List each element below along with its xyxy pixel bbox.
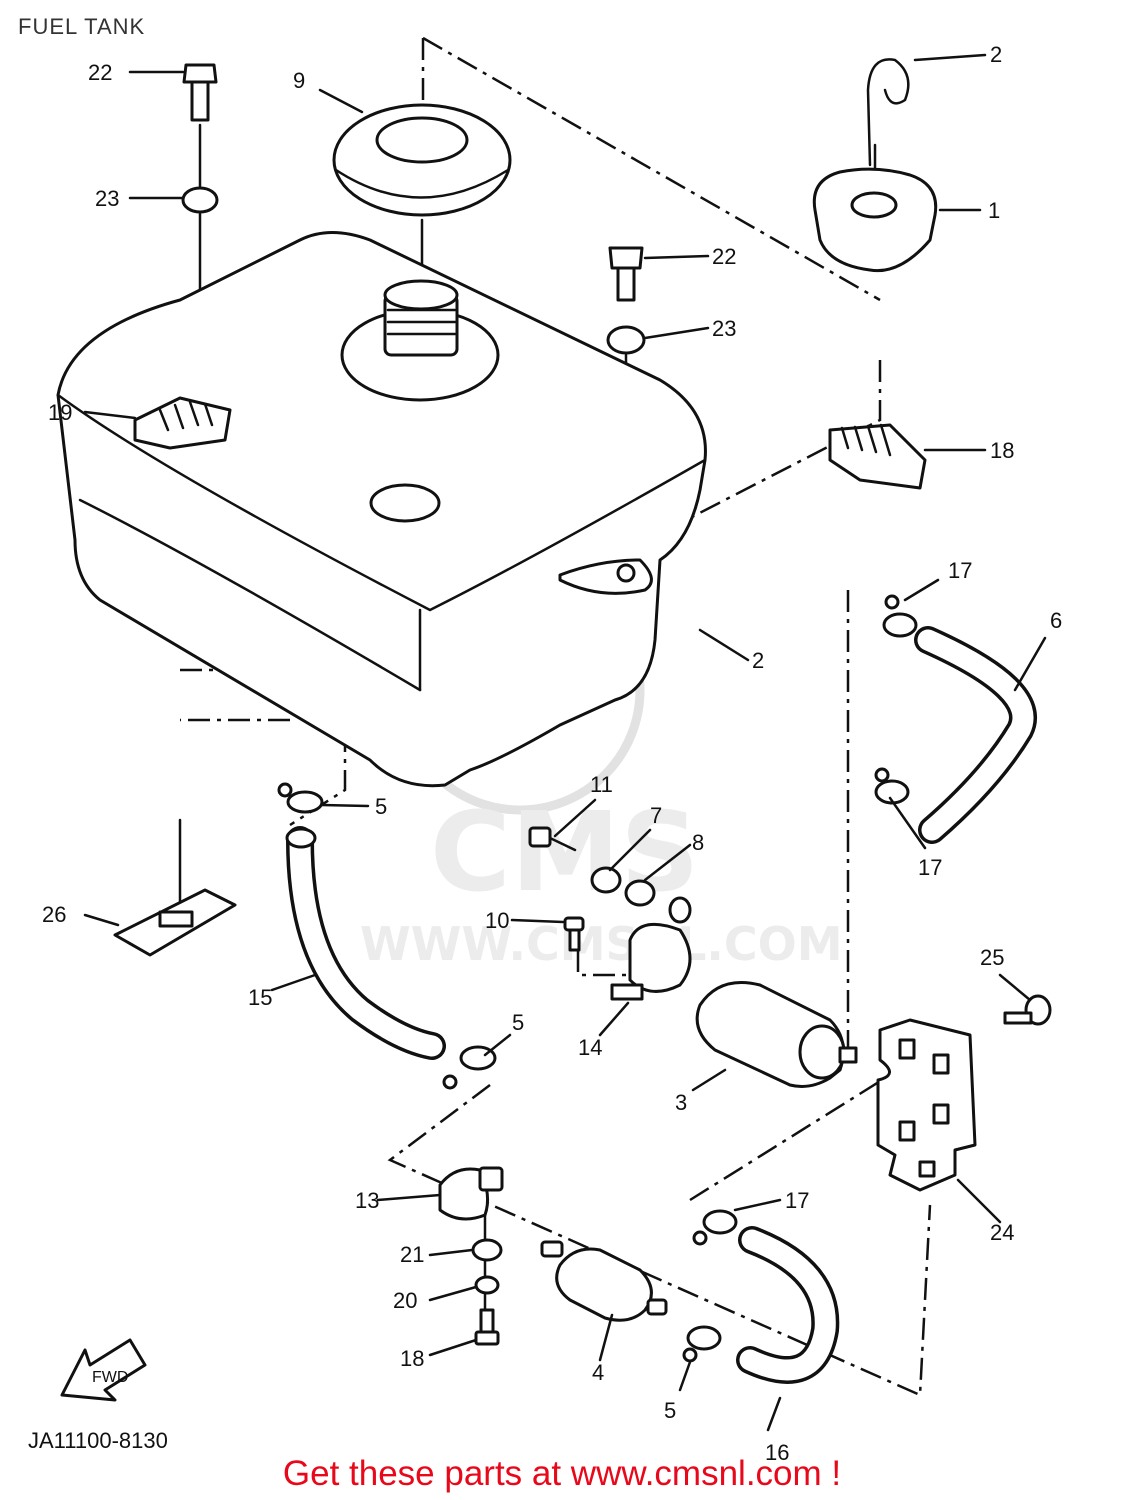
callout-17a: 17 bbox=[948, 558, 972, 583]
filter-axis-line bbox=[387, 1084, 932, 1397]
callout-11: 7 bbox=[650, 803, 662, 828]
callout-19: 18 bbox=[400, 1346, 424, 1371]
part-10-hose bbox=[914, 626, 1037, 844]
part-1-fuel-cap bbox=[812, 167, 938, 273]
callout-10: 6 bbox=[1050, 608, 1062, 633]
part-25-screw bbox=[1003, 994, 1052, 1026]
cap-axis-line bbox=[422, 36, 881, 302]
drawing-code: JA11100-8130 bbox=[28, 1428, 168, 1453]
fwd-label: FWD bbox=[92, 1369, 128, 1386]
hose-clips bbox=[277, 594, 918, 1363]
callout-2a: 2 bbox=[990, 42, 1002, 67]
part-9-hose bbox=[736, 1226, 840, 1384]
part-22-bolt-right bbox=[608, 246, 644, 302]
part-22-bolt-left bbox=[182, 63, 218, 122]
callout-leaders bbox=[83, 53, 1047, 1432]
part-20-lock-washer bbox=[474, 1275, 500, 1295]
part-8-hose bbox=[285, 826, 446, 1060]
callout-17c: 17 bbox=[785, 1188, 809, 1213]
fwd-direction-arrow: FWD bbox=[60, 1338, 147, 1402]
callout-22a: 22 bbox=[88, 60, 112, 85]
part-3-fuel-pump bbox=[695, 981, 858, 1088]
part-16-bolt bbox=[528, 826, 577, 852]
callout-14: 9 bbox=[293, 68, 305, 93]
part-11-damper bbox=[590, 866, 622, 894]
callout-21: 21 bbox=[400, 1242, 424, 1267]
part-2-vent-hook bbox=[866, 58, 910, 167]
callout-23b: 23 bbox=[712, 316, 736, 341]
callout-25: 25 bbox=[980, 945, 1004, 970]
callout-18b: 19 bbox=[48, 400, 72, 425]
callout-6: 13 bbox=[355, 1188, 379, 1213]
callout-22b: 22 bbox=[712, 244, 736, 269]
callout-9: 16 bbox=[765, 1440, 789, 1465]
callout-3: 3 bbox=[675, 1090, 687, 1115]
part-4-fuel-filter bbox=[540, 1240, 668, 1322]
part-19-bolt bbox=[474, 1308, 500, 1346]
part-13-damper bbox=[624, 879, 656, 907]
tank-port bbox=[369, 483, 441, 523]
callout-8: 15 bbox=[248, 985, 272, 1010]
part-6-clamp bbox=[438, 1166, 504, 1221]
footer-link[interactable]: Get these parts at www.cmsnl.com ! bbox=[282, 1454, 842, 1493]
part-7-clamp bbox=[610, 896, 692, 1001]
page-title: FUEL TANK bbox=[18, 14, 146, 39]
part-18-rubber-upper bbox=[828, 423, 927, 490]
callout-24: 24 bbox=[990, 1220, 1014, 1245]
callout-13: 8 bbox=[692, 830, 704, 855]
callout-7: 14 bbox=[578, 1035, 602, 1060]
callout-18a: 18 bbox=[990, 438, 1014, 463]
callout-16: 11 bbox=[590, 772, 613, 797]
watermark-url-text: WWW.CMSNL.COM bbox=[360, 917, 843, 971]
part-14-gasket bbox=[332, 103, 512, 217]
callouts: 22 23 9 2 1 22 23 18 2 17 6 17 19 5 11 7… bbox=[42, 42, 1062, 1465]
callout-23a: 23 bbox=[95, 186, 119, 211]
callout-5c: 5 bbox=[664, 1398, 676, 1423]
bracket-axis-line bbox=[689, 1073, 891, 1202]
part-26-bracket bbox=[113, 888, 237, 957]
callout-20: 20 bbox=[393, 1288, 417, 1313]
callout-15: 10 bbox=[485, 908, 509, 933]
callout-5a: 5 bbox=[375, 794, 387, 819]
callout-4: 4 bbox=[592, 1360, 604, 1385]
part-18-rubber-lower bbox=[133, 396, 232, 450]
callout-17b: 17 bbox=[918, 855, 942, 880]
fuel-tank bbox=[56, 231, 707, 788]
part-21-washer bbox=[471, 1238, 503, 1262]
callout-1: 1 bbox=[988, 198, 1000, 223]
part-15-screw bbox=[563, 916, 585, 952]
callout-2b: 2 bbox=[752, 648, 764, 673]
callout-5b: 5 bbox=[512, 1010, 524, 1035]
callout-26: 26 bbox=[42, 902, 66, 927]
part-23-collar-left bbox=[181, 186, 219, 214]
part-24-pump-bracket bbox=[876, 1018, 977, 1192]
part-23-collar-right bbox=[606, 325, 646, 355]
